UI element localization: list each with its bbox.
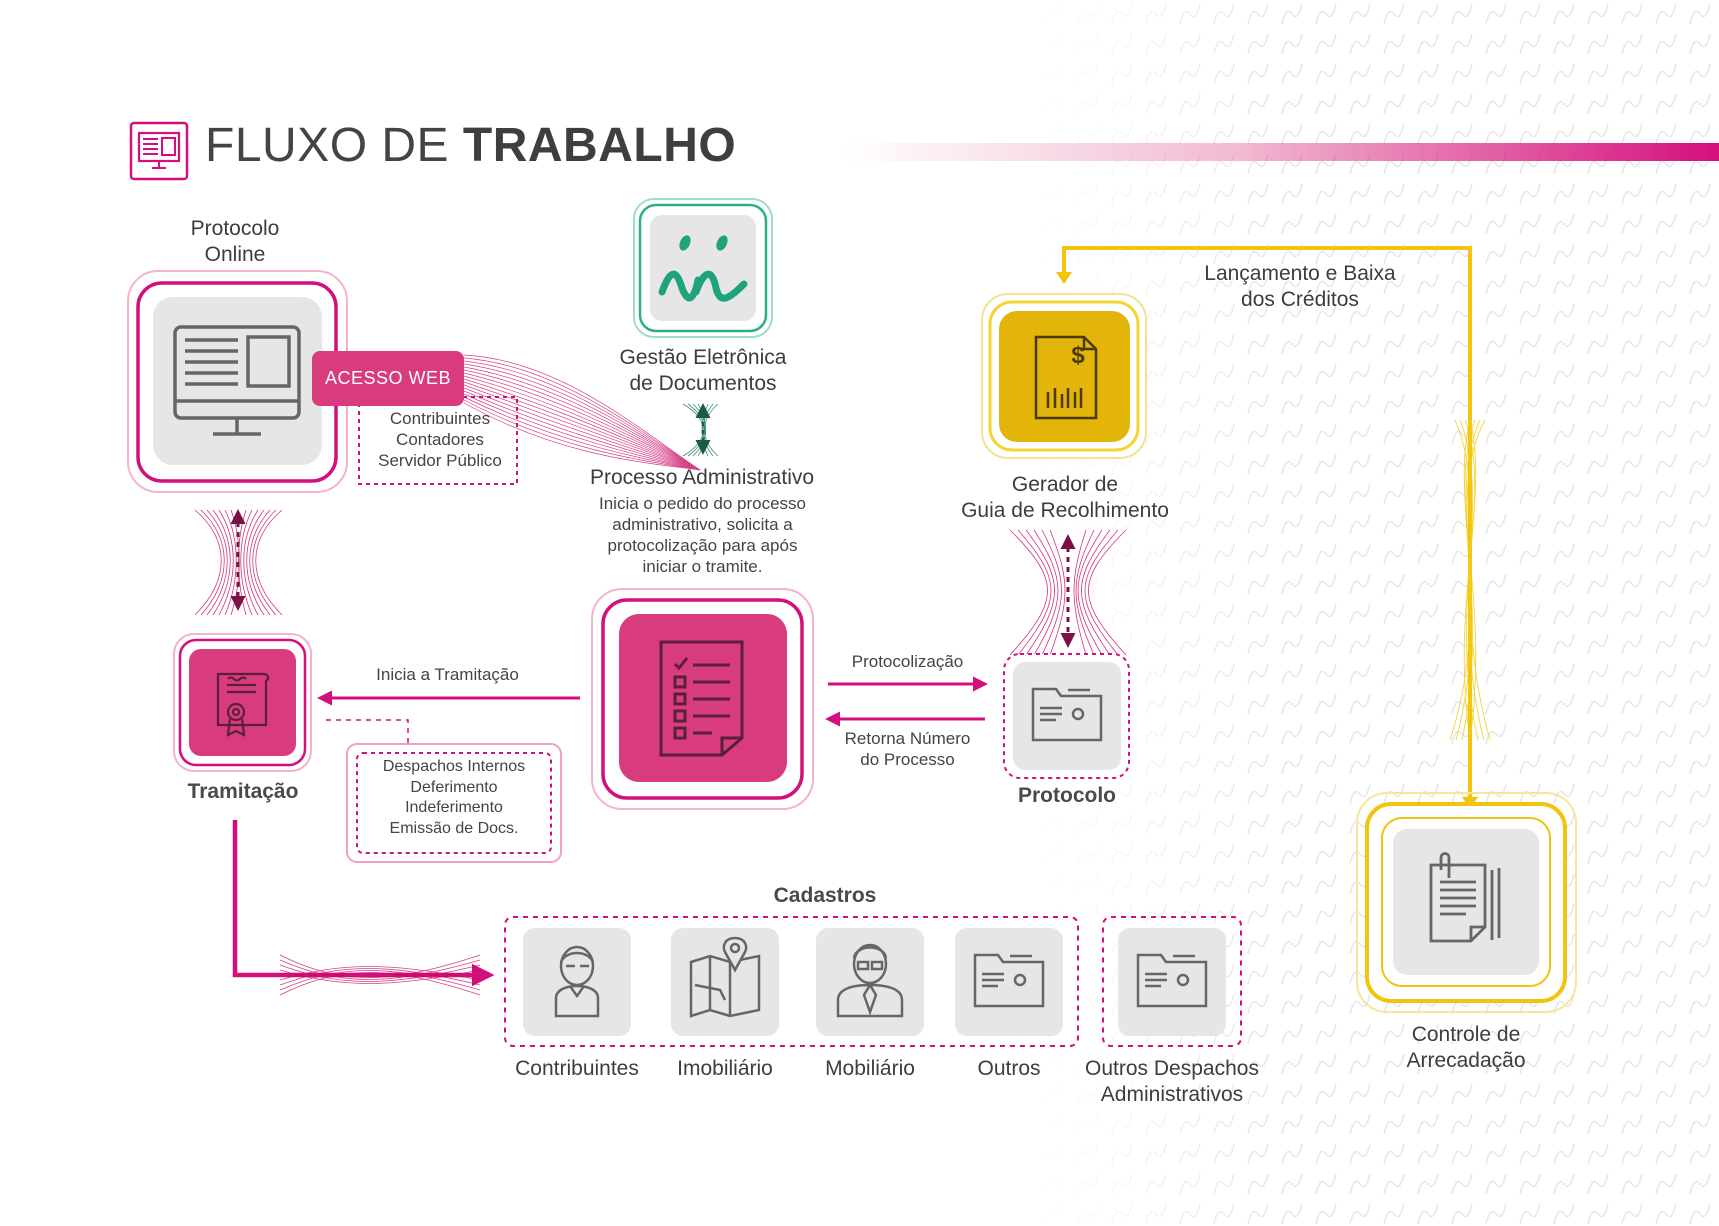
map-icon [689, 936, 761, 1018]
protocolo-node[interactable] [1003, 653, 1130, 779]
retorna-label: Retorna Número do Processo [844, 729, 971, 769]
protocolo-online-node[interactable] [127, 270, 348, 493]
tramitacao-cadastros-line [232, 820, 495, 987]
tramitacao-despachos-connector [326, 719, 409, 744]
inicia-tramitacao-label: Inicia a Tramitação [376, 665, 519, 684]
tramitacao-node[interactable] [173, 633, 312, 772]
protocolo-online-label: Protocolo Online [190, 217, 280, 266]
cadastros-title: Cadastros [773, 884, 877, 907]
invoice-icon: $ [1034, 335, 1098, 420]
despachos-list: Despachos Internos Deferimento Indeferim… [382, 758, 526, 837]
protocolizacao-label: Protocolização [851, 652, 964, 671]
despachos-box [346, 743, 562, 863]
cadastros-box [504, 916, 1079, 1047]
page-title: FLUXO DE TRABALHO [205, 119, 737, 172]
documents-icon [1429, 852, 1501, 943]
gerador-label: Gerador de Guia de Recolhimento [961, 473, 1169, 522]
controle-label: Controle de Arrecadação [1406, 1023, 1526, 1072]
lancamento-label: Lançamento e Baixa dos Créditos [1204, 262, 1396, 311]
folder-icon [1031, 687, 1103, 742]
processo-administrativo-node[interactable] [591, 588, 814, 810]
svg-text:$: $ [1071, 342, 1085, 369]
lancamento-line [1062, 246, 1472, 803]
acesso-web-fan-lines [463, 354, 701, 471]
outros-despachos-label: Outros Despachos Administrativos [1085, 1057, 1259, 1106]
cadastro-label-mobiliario: Mobiliário [825, 1057, 915, 1080]
acesso-web-badge[interactable]: ACESSO WEB [312, 351, 464, 406]
controle-arrecadacao-node[interactable] [1356, 792, 1577, 1013]
ged-logo-icon [658, 235, 748, 302]
acesso-web-users: Contribuintes Contadores Servidor Públic… [378, 409, 502, 470]
protocolo-label: Protocolo [1018, 784, 1116, 807]
processo-description: Inicia o pedido do processo administrati… [599, 494, 806, 576]
cadastro-tile-outros[interactable] [955, 928, 1063, 1036]
outros-despachos-node[interactable] [1102, 916, 1242, 1047]
monitor-icon [173, 325, 301, 436]
header-monitor-icon [129, 121, 189, 181]
ged-processo-fan [682, 403, 719, 457]
ged-node[interactable] [633, 198, 773, 338]
cadastro-label-imobiliario: Imobiliário [677, 1057, 773, 1080]
lancamento-arrowhead [1056, 272, 1072, 284]
gerador-protocolo-fan [1009, 529, 1127, 656]
acesso-web-users-box [358, 396, 518, 485]
processo-title: Processo Administrativo [589, 466, 815, 489]
businessman-icon [836, 943, 904, 1018]
person-icon [554, 945, 600, 1018]
tramitacao-label: Tramitação [187, 780, 299, 803]
checklist-icon [659, 640, 744, 757]
gerador-guia-node[interactable]: $ [981, 293, 1147, 459]
folder-icon [973, 953, 1045, 1008]
certificate-icon [216, 672, 270, 737]
cadastro-label-outros: Outros [977, 1057, 1041, 1080]
cadastro-tile-imobiliario[interactable] [671, 928, 779, 1036]
ged-label: Gestão Eletrônica de Documentos [619, 346, 787, 395]
cadastro-tile-contribuintes[interactable] [523, 928, 631, 1036]
lancamento-fan [1449, 419, 1491, 741]
cadastro-tile-mobiliario[interactable] [816, 928, 924, 1036]
header-gradient-bar [840, 143, 1719, 161]
folder-icon [1136, 953, 1208, 1008]
tramitacao-cadastros-fan [279, 954, 481, 996]
cadastro-label-contribuintes: Contribuintes [515, 1057, 639, 1080]
